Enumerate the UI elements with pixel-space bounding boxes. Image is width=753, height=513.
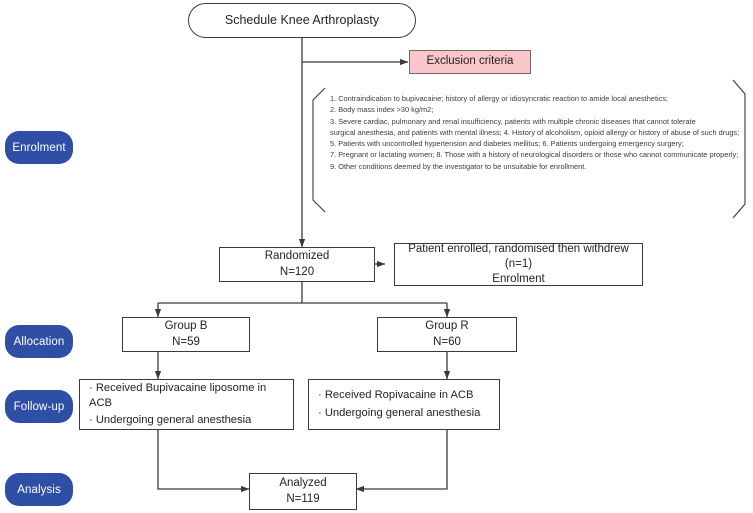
stage-badge-label: Analysis: [17, 483, 61, 496]
node-group-b[interactable]: Group B N=59: [122, 317, 250, 352]
criteria-item: 9. Other conditions deemed by the invest…: [330, 161, 587, 171]
node-line: Group B: [164, 320, 208, 333]
node-line: Randomized: [264, 250, 330, 263]
node-line: Schedule Knee Arthroplasty: [224, 13, 380, 28]
stage-badge-allocation[interactable]: Allocation: [5, 325, 73, 358]
node-schedule-knee-arthroplasty[interactable]: Schedule Knee Arthroplasty: [188, 3, 416, 38]
node-randomized[interactable]: Randomized N=120: [219, 247, 375, 282]
node-group-r[interactable]: Group R N=60: [377, 317, 517, 352]
criteria-item: 8. Those with a history of neurological …: [436, 150, 739, 160]
criteria-item: 7. Pregnant or lactating women;: [330, 150, 435, 160]
stage-badge-label: Allocation: [13, 335, 65, 348]
node-line: · Received Ropivacaine in ACB: [318, 389, 474, 402]
stage-badge-label: Follow-up: [13, 400, 65, 413]
criteria-item: 2. Body mass index >30 kg/m2;: [330, 105, 434, 115]
node-line: Enrolment: [492, 273, 545, 286]
criteria-item: 3. Severe cardiac, pulmonary and renal i…: [330, 116, 696, 126]
node-followup-group-r[interactable]: · Received Ropivacaine in ACB · Undergoi…: [308, 379, 500, 430]
node-line: · Undergoing general anesthesia: [89, 414, 252, 427]
node-line: Analyzed: [279, 477, 327, 490]
criteria-item: surgical anesthesia, and patients with m…: [330, 127, 502, 137]
exclusion-criteria-list: 1. Contraindication to bupivacaine; hist…: [330, 93, 740, 172]
criteria-item: 6. Patients undergoing emergency surgery…: [542, 139, 684, 148]
node-line: Patient enrolled, randomised then withdr…: [408, 242, 629, 270]
criteria-item: 1. Contraindication to bupivacaine; hist…: [330, 94, 669, 103]
node-count: N=120: [279, 265, 315, 278]
node-count: N=60: [433, 335, 461, 348]
stage-badge-enrolment[interactable]: Enrolment: [5, 131, 73, 164]
node-count: N=59: [172, 335, 200, 348]
criteria-item: 5. Patients with uncontrolled hypertensi…: [330, 139, 541, 148]
stage-badge-followup[interactable]: Follow-up: [5, 390, 73, 423]
node-line: Group R: [425, 320, 469, 333]
node-exclusion-criteria-label[interactable]: Exclusion criteria: [409, 50, 531, 74]
node-analyzed[interactable]: Analyzed N=119: [249, 473, 357, 510]
node-withdrew[interactable]: Patient enrolled, randomised then withdr…: [394, 243, 643, 286]
node-line: Exclusion criteria: [426, 55, 514, 68]
node-line: · Received Bupivacaine liposome in ACB: [89, 381, 267, 409]
node-line: · Undergoing general anesthesia: [318, 407, 481, 419]
criteria-item: 4. History of alcoholism, opioid allergy…: [503, 127, 740, 137]
node-count: N=119: [286, 492, 320, 505]
node-followup-group-b[interactable]: · Received Bupivacaine liposome in ACB ·…: [79, 379, 294, 430]
stage-badge-label: Enrolment: [12, 141, 66, 154]
stage-badge-analysis[interactable]: Analysis: [5, 473, 73, 506]
